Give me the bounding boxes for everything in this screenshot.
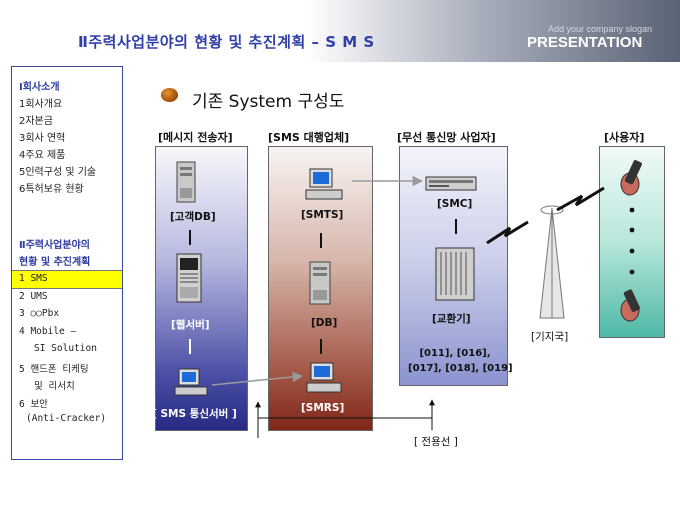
more-users-dots <box>629 207 635 275</box>
sidebar-item-ums[interactable]: 2 UMS <box>19 291 48 302</box>
sidebar-section-company[interactable]: Ⅰ회사소개 <box>19 82 60 93</box>
connector-line <box>189 230 191 245</box>
smrs-label: [SMRS] <box>301 402 345 414</box>
sidebar-item-mobile-line2[interactable]: SI Solution <box>34 343 97 354</box>
sidebar-item-history[interactable]: 3회사 연혁 <box>19 133 66 144</box>
mobile-phone-hand-icon <box>620 160 642 196</box>
sidebar-item-patents[interactable]: 6특허보유 현황 <box>19 184 84 195</box>
smts-label: [SMTS] <box>301 209 344 221</box>
brand-title: PRESENTATION <box>527 34 643 51</box>
customer-db-label: [고객DB] <box>170 211 216 223</box>
column-carrier-label: [무선 통신망 사업자] <box>397 131 496 144</box>
connector-line <box>189 339 191 354</box>
base-station-tower-icon <box>539 205 565 319</box>
smc-label: [SMC] <box>437 198 473 210</box>
smts-computer-icon <box>305 168 343 200</box>
sidebar-section-business-line2[interactable]: 현황 및 추진계획 <box>19 257 91 268</box>
sidebar-nav: Ⅰ회사소개 1회사개요 2자본금 3회사 연혁 4주요 제품 5인력구성 및 기… <box>11 66 123 460</box>
sidebar-item-pbx[interactable]: 3 ○○Pbx <box>19 308 60 319</box>
sidebar-item-mobile[interactable]: 4 Mobile – <box>19 326 77 337</box>
sidebar-item-ticketing-line2[interactable]: 및 리서치 <box>34 381 75 392</box>
base-station-label: [기지국] <box>531 331 569 343</box>
slogan: Add your company slogan <box>548 24 653 34</box>
db-server-icon <box>309 261 331 305</box>
sms-comm-server-label: [ SMS 통신서버 ] <box>152 408 237 420</box>
heading-bullet-icon <box>161 88 178 102</box>
sidebar-active-highlight <box>12 270 122 289</box>
column-sender-label: [메시지 전송자] <box>158 131 233 144</box>
leased-line-label: [ 전용선 ] <box>414 436 458 448</box>
column-user-label: [사용자] <box>604 131 645 144</box>
connector-line <box>320 233 322 248</box>
smc-device-icon <box>425 176 477 191</box>
sidebar-item-sms[interactable]: 1 SMS <box>19 273 48 284</box>
connector-line <box>455 219 457 234</box>
carrier-codes: [011], [016], [017], [018], [019] <box>408 346 513 376</box>
web-server-icon <box>176 253 202 303</box>
exchange-label: [교환기] <box>432 313 471 325</box>
comm-server-computer-icon <box>174 368 208 396</box>
sidebar-item-staff[interactable]: 5인력구성 및 기술 <box>19 167 97 178</box>
header-bar <box>0 0 680 62</box>
sidebar-item-capital[interactable]: 2자본금 <box>19 116 53 127</box>
sidebar-item-products[interactable]: 4주요 제품 <box>19 150 66 161</box>
carrier-codes-line1: [011], [016], <box>419 348 491 359</box>
carrier-codes-line2: [017], [018], [019] <box>408 363 513 374</box>
page-title: Ⅱ주력사업분야의 현황 및 추진계획 – S M S <box>78 33 375 51</box>
agency-db-label: [DB] <box>311 317 338 329</box>
db-server-icon <box>176 161 196 203</box>
sidebar-item-overview[interactable]: 1회사개요 <box>19 99 63 110</box>
sidebar-section-business[interactable]: Ⅱ주력사업분야의 <box>19 240 90 251</box>
diagram-heading: 기존 System 구성도 <box>192 92 345 112</box>
exchange-device-icon <box>435 247 475 301</box>
mobile-phone-hand-icon <box>620 289 640 322</box>
sidebar-item-security[interactable]: 6 보안 <box>19 399 48 410</box>
web-server-label: [웹서버] <box>171 319 210 331</box>
sidebar-item-security-line2[interactable]: (Anti-Cracker) <box>26 413 107 424</box>
sidebar-item-ticketing[interactable]: 5 핸드폰 티케팅 <box>19 364 89 375</box>
column-agency-label: [SMS 대행업체] <box>268 131 350 144</box>
smrs-computer-icon <box>306 362 342 393</box>
connector-line <box>320 339 322 354</box>
